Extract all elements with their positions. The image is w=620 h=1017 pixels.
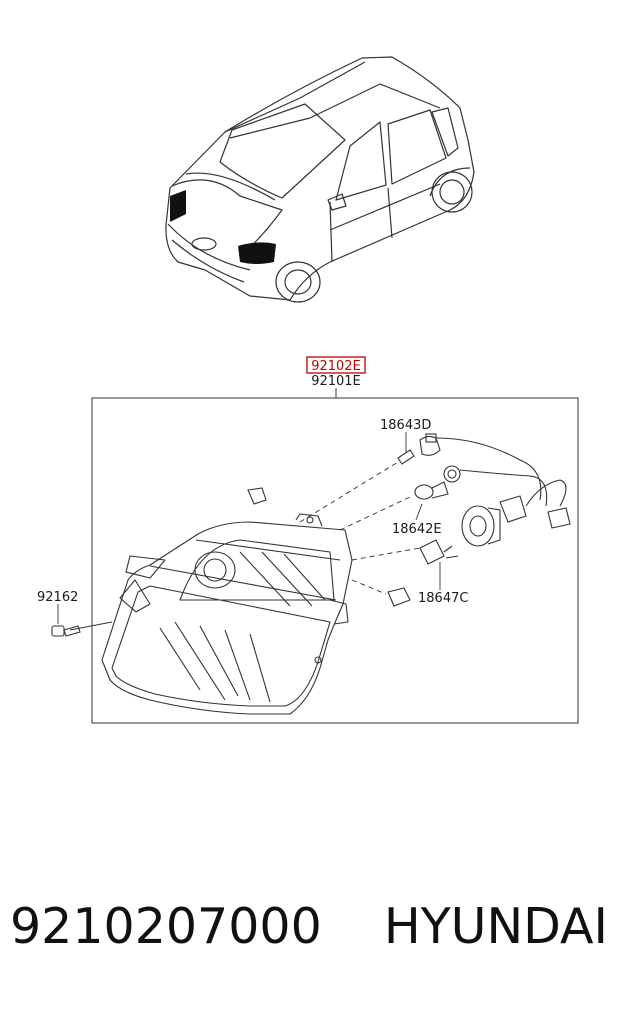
footer: 9210207000 HYUNDAI bbox=[0, 898, 620, 978]
screw-part bbox=[51, 625, 81, 637]
headlamp-left-highlight bbox=[170, 190, 186, 222]
callout-18643d[interactable]: 18643D bbox=[380, 418, 431, 433]
highlight-box bbox=[306, 356, 366, 374]
callout-18647c[interactable]: 18647C bbox=[418, 591, 468, 606]
bulb-socket-group bbox=[247, 433, 571, 607]
car-illustration bbox=[165, 56, 475, 303]
headlamp-right-highlight bbox=[238, 242, 276, 264]
assembly-part-label[interactable]: 92101E bbox=[311, 374, 361, 389]
callout-18642e[interactable]: 18642E bbox=[392, 522, 442, 537]
assembly-frame bbox=[91, 397, 579, 724]
dashed-leaders bbox=[299, 461, 421, 595]
highlighted-part-label[interactable]: 92102E bbox=[311, 359, 361, 374]
callout-leaders bbox=[57, 432, 441, 631]
part-number: 9210207000 bbox=[10, 898, 322, 955]
callout-92162[interactable]: 92162 bbox=[37, 590, 78, 605]
brand-name: HYUNDAI bbox=[383, 898, 608, 955]
headlamp-assembly bbox=[101, 513, 353, 715]
